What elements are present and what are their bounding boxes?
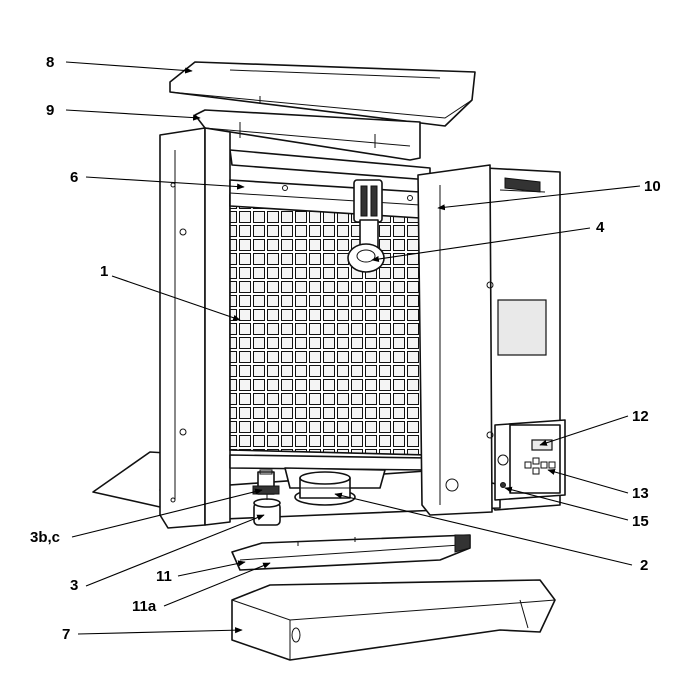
- leader-11a: [163, 562, 271, 607]
- leader-3bc: [71, 488, 263, 538]
- leader-2: [334, 492, 633, 566]
- callout-6: 6: [70, 169, 78, 186]
- callout-7: 7: [62, 626, 70, 643]
- leader-8: [65, 61, 193, 74]
- leader-lines: [65, 61, 641, 635]
- callout-4: 4: [596, 219, 605, 236]
- leader-9: [65, 109, 201, 121]
- callout-15: 15: [632, 513, 649, 530]
- water-pump: [294, 471, 356, 506]
- curtain-switch: [347, 179, 385, 273]
- leader-4: [371, 227, 591, 263]
- leader-11: [177, 560, 246, 577]
- callout-2: 2: [640, 557, 648, 574]
- leader-7: [77, 627, 243, 635]
- callout-11: 11: [156, 568, 172, 585]
- leader-3: [85, 514, 265, 587]
- callout-8: 8: [46, 54, 54, 71]
- callout-10: 10: [644, 178, 661, 195]
- leader-10: [437, 185, 641, 211]
- callout-labels: 8 9 6 10 4 1 12 13 15 3b,c 2 3 11 11a 7: [30, 54, 661, 643]
- top-rail: [194, 109, 421, 161]
- callout-3bc: 3b,c: [30, 529, 60, 546]
- callout-1: 1: [100, 263, 108, 280]
- callout-11a: 11a: [132, 598, 157, 615]
- right-front-panel: [417, 164, 494, 516]
- leader-15: [504, 486, 629, 521]
- evaporator-grid: [229, 194, 431, 456]
- leader-1: [111, 275, 241, 321]
- top-cover: [169, 61, 476, 127]
- leader-12: [539, 415, 629, 446]
- front-cover: [231, 579, 556, 661]
- sump-drain: [231, 534, 471, 571]
- leader-6: [85, 176, 245, 190]
- callout-3: 3: [70, 577, 78, 594]
- leader-13: [547, 468, 629, 494]
- callout-9: 9: [46, 102, 54, 119]
- left-side-panel: [159, 127, 231, 529]
- callout-12: 12: [632, 408, 649, 425]
- callout-13: 13: [632, 485, 649, 502]
